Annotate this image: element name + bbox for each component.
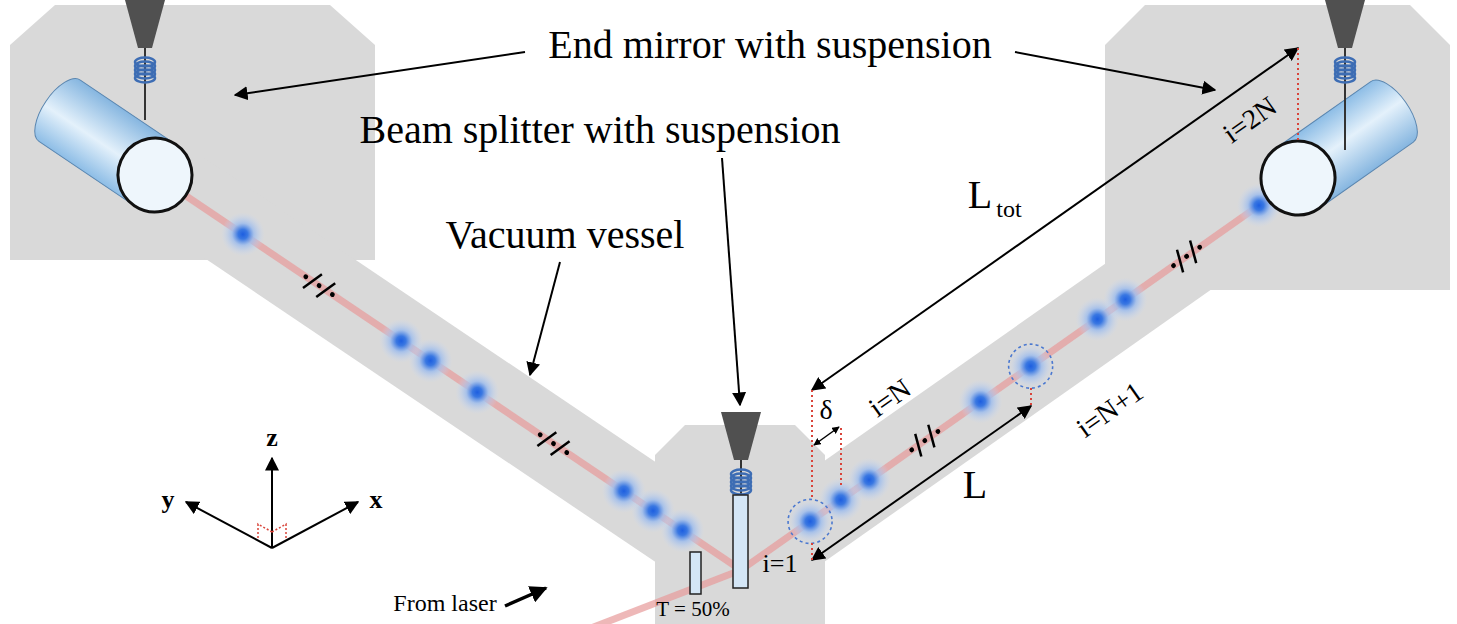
particle <box>379 319 423 363</box>
dimension-label: L <box>968 175 992 215</box>
dimension-arrow <box>814 427 839 445</box>
pointer-arrow <box>1015 52 1215 90</box>
particle <box>847 458 891 502</box>
suspension-mount <box>1325 0 1365 48</box>
pointer-arrow <box>235 52 525 95</box>
break-mark <box>903 421 946 460</box>
suspension-spring <box>731 486 751 495</box>
vacuum-vessel <box>10 5 375 260</box>
axis-label: x <box>370 487 383 513</box>
axis-arrow <box>271 458 273 548</box>
part-label: End mirror with suspension <box>548 25 991 65</box>
right-angle-mark <box>258 524 272 540</box>
end-mirror <box>1246 72 1427 230</box>
extension-line <box>1297 48 1299 141</box>
pointer-arrow <box>530 262 560 375</box>
part-label: Vacuum vessel <box>446 215 685 255</box>
particle <box>455 370 499 414</box>
laser-arrow <box>505 588 546 606</box>
axis-arrow <box>186 502 272 548</box>
suspension-wire <box>144 48 146 120</box>
laser-beam <box>560 570 741 624</box>
index-label: i=2N <box>1218 92 1281 148</box>
laser-beam <box>155 175 741 570</box>
particle <box>959 379 1003 423</box>
dimension-arrow <box>812 48 1298 390</box>
index-label: i=N+1 <box>1072 377 1148 442</box>
suspension-spring <box>135 74 155 83</box>
laser-beam <box>741 178 1298 570</box>
particle <box>788 499 832 543</box>
transmission-label: T = 50% <box>656 599 729 620</box>
index-label: i=N <box>864 374 916 422</box>
extension-line <box>811 390 813 499</box>
axis-arrow <box>272 502 358 548</box>
axis-label: y <box>162 487 175 513</box>
dimension-arrow <box>812 406 1031 560</box>
pointer-arrow <box>722 158 740 405</box>
suspension-spring <box>1335 74 1355 83</box>
extension-line <box>1030 388 1032 406</box>
dimension-label: δ <box>819 396 832 424</box>
suspension-mount <box>721 412 761 460</box>
break-mark <box>1165 237 1208 276</box>
compensation-plate <box>690 552 701 594</box>
particle <box>221 212 265 256</box>
particle <box>1103 278 1147 322</box>
part-label: Beam splitter with suspension <box>359 110 840 150</box>
dimension-subscript: tot <box>996 197 1021 221</box>
axis-label: z <box>266 425 278 451</box>
break-mark <box>298 266 341 305</box>
input-label: From laser <box>393 591 496 615</box>
particle-marker <box>1009 344 1053 388</box>
break-mark <box>532 424 575 463</box>
dimension-label: L <box>963 465 987 505</box>
particle <box>1009 344 1053 388</box>
right-angle-mark <box>272 524 286 540</box>
extension-line <box>811 543 813 560</box>
suspension-mount <box>125 0 165 48</box>
particle <box>602 469 646 513</box>
extension-line <box>840 428 842 488</box>
index-label: i=1 <box>763 551 798 577</box>
suspension-wire <box>1344 48 1346 150</box>
particle-marker <box>788 499 832 543</box>
beam-splitter <box>733 495 748 588</box>
end-mirror <box>25 71 206 227</box>
